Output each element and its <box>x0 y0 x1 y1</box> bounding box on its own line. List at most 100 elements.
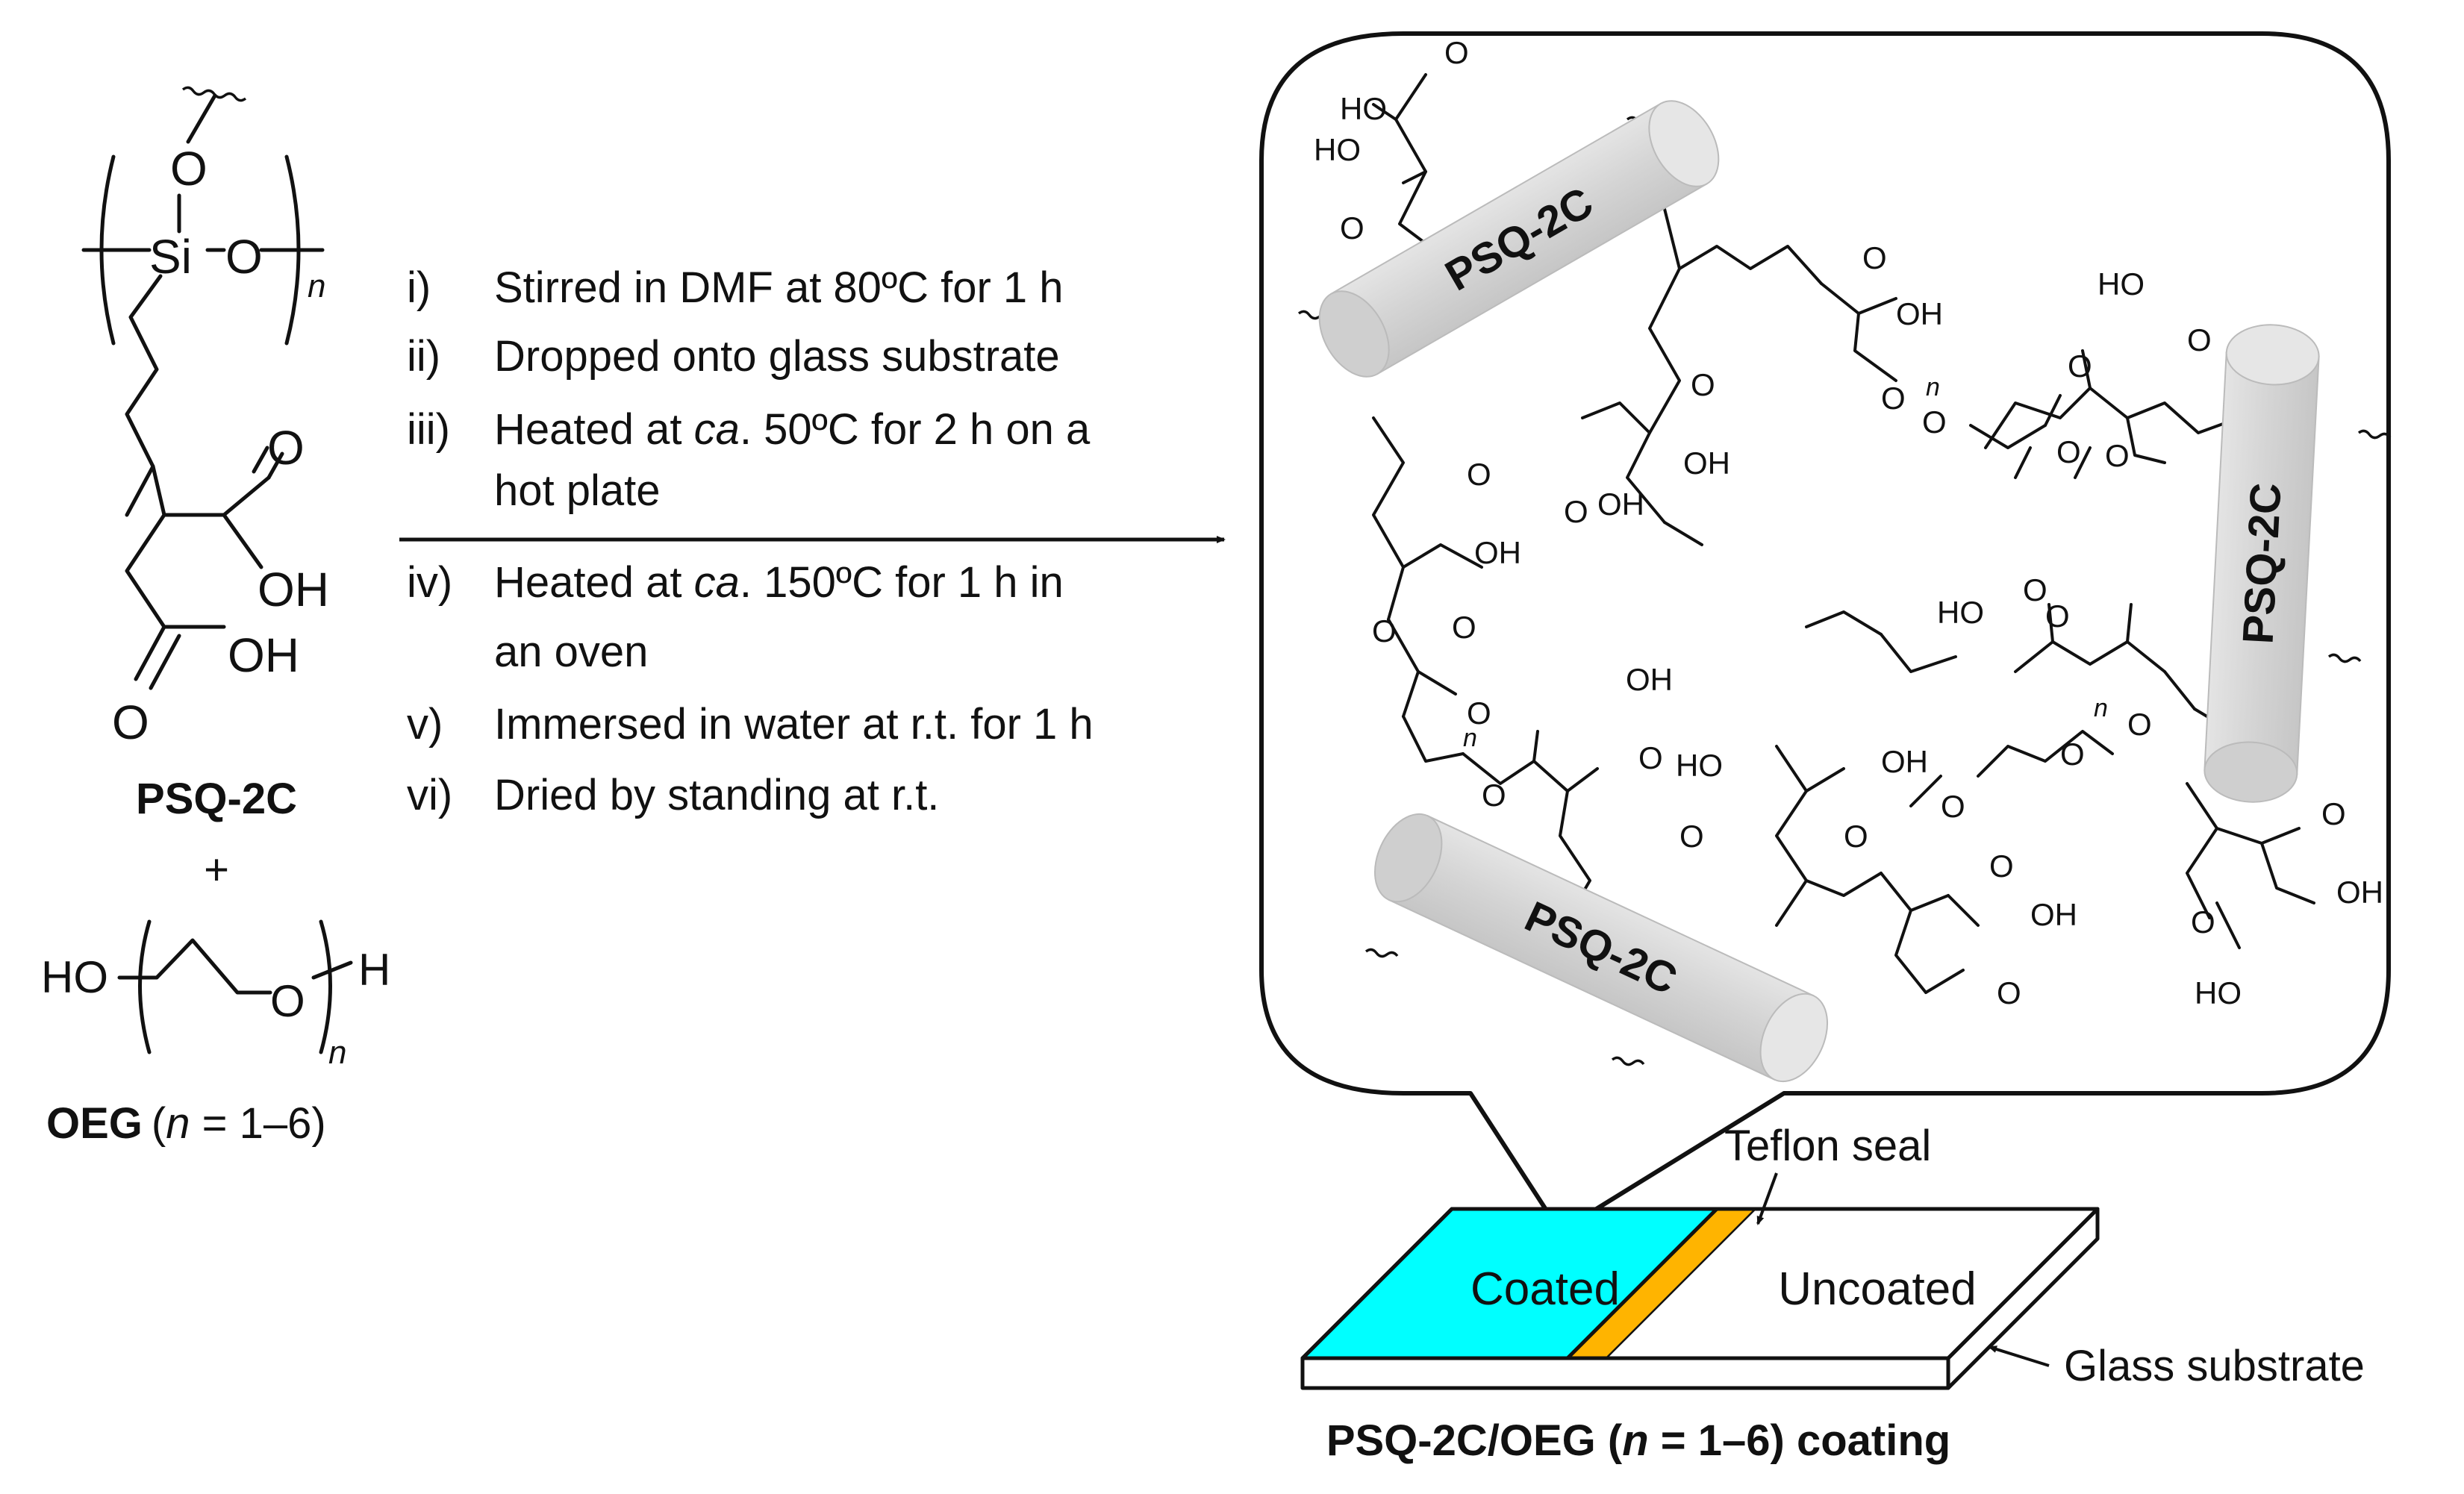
net-o: O <box>2060 737 2085 772</box>
step-6-text: Dried by standing at r.t. <box>494 771 939 819</box>
net-o: O <box>2105 438 2130 473</box>
net-oh: OH <box>1597 487 1644 522</box>
net-o: O <box>1482 778 1506 813</box>
net-o: O <box>2191 904 2215 940</box>
oeg-repeat-n: n <box>328 1034 346 1071</box>
step-3-num: iii) <box>407 405 450 454</box>
teflon-arrow <box>1756 1172 1778 1225</box>
net-ho: HO <box>1676 748 1723 783</box>
oeg-structure: HO O H n OEG(n = 1–6) <box>41 919 390 1148</box>
repeat-n: n <box>308 268 325 304</box>
step-1-text: Stirred in DMF at 80ºC for 1 h <box>494 263 1064 312</box>
net-n: n <box>1926 373 1940 401</box>
net-o: O <box>1340 210 1364 246</box>
net-o: O <box>2056 434 2081 469</box>
net-n: n <box>2094 694 2108 722</box>
net-n: n <box>1463 724 1477 752</box>
oeg-o: O <box>270 976 305 1026</box>
rod-label: PSQ-2C <box>2233 481 2290 645</box>
network-chains <box>1372 73 2315 994</box>
net-o: O <box>1638 740 1663 775</box>
net-ho: HO <box>2097 266 2145 301</box>
net-oh: OH <box>1881 744 1928 779</box>
network-labels: O HO HO O O OH O O HO O O OH O OH O OH O… <box>1314 35 2383 1010</box>
net-o: O <box>1844 819 1868 854</box>
net-ho: HO <box>1937 595 1984 630</box>
oeg-range-suffix: = 1–6) <box>190 1099 326 1148</box>
step-4-line1: Heated at ca. 150ºC for 1 h in <box>494 558 1064 607</box>
rod-end-front <box>1648 100 1720 187</box>
step-5-num: v) <box>407 700 443 748</box>
net-o: O <box>1444 35 1469 70</box>
oeg-bracket-right <box>319 919 332 1054</box>
atom-o-right: O <box>225 230 263 284</box>
net-o: O <box>1997 975 2021 1010</box>
rod-end-back <box>2203 741 2298 803</box>
net-oh: OH <box>2336 875 2383 910</box>
rod-end-front <box>2225 324 2320 386</box>
net-o: O <box>1989 848 2014 884</box>
glass-substrate-label: Glass substrate <box>2064 1342 2365 1390</box>
procedure-steps: i) Stirred in DMF at 80ºC for 1 h ii) Dr… <box>407 263 1091 515</box>
rod-top-left: PSQ-2C <box>1318 100 1720 378</box>
net-ho: HO <box>2195 975 2242 1010</box>
step-4-line2: an oven <box>494 628 648 676</box>
rod-end-front <box>1759 993 1829 1083</box>
net-ho: HO <box>1340 91 1387 126</box>
oeg-range-prefix: ( <box>152 1099 166 1148</box>
net-o: O <box>1467 696 1491 731</box>
procedure-steps-after: iv) Heated at ca. 150ºC for 1 h in an ov… <box>407 558 1094 819</box>
step-2-text: Dropped onto glass substrate <box>494 332 1060 381</box>
step-1-num: i) <box>407 263 431 312</box>
teflon-seal-strip <box>1568 1209 1754 1358</box>
glass-arrow <box>1988 1345 2050 1367</box>
glass-substrate <box>1300 1207 2100 1390</box>
net-o: O <box>2068 349 2092 384</box>
oeg-name: OEG <box>46 1099 143 1148</box>
net-oh: OH <box>1683 446 1730 481</box>
repeat-bracket-right <box>284 154 301 346</box>
net-oh: OH <box>1474 535 1521 570</box>
oeg-range-n: n <box>166 1099 190 1148</box>
cooh1-o: O <box>267 421 305 475</box>
atom-o-top: O <box>170 142 208 196</box>
coating-caption: PSQ-2C/OEG (n = 1–6) coating <box>1326 1416 1950 1465</box>
net-o: O <box>1862 240 1887 275</box>
step-2-num: ii) <box>407 332 440 381</box>
oeg-bracket-left <box>138 919 152 1054</box>
net-oh: OH <box>2030 897 2077 932</box>
net-o: O <box>2127 707 2152 742</box>
net-o: O <box>1372 613 1397 648</box>
step-5-text: Immersed in water at r.t. for 1 h <box>494 700 1094 748</box>
teflon-seal-label: Teflon seal <box>1724 1122 1931 1170</box>
net-o: O <box>1941 789 1965 824</box>
uncoated-label: Uncoated <box>1778 1263 1976 1315</box>
net-o: O <box>1467 457 1491 492</box>
net-o: O <box>2321 796 2346 831</box>
net-o: O <box>2045 598 2070 634</box>
rod-right: PSQ-2C <box>2203 324 2320 803</box>
cooh2-o: O <box>112 696 149 749</box>
atom-si: Si <box>149 230 192 284</box>
step-3-line2: hot plate <box>494 466 661 515</box>
net-o: O <box>1922 404 1947 440</box>
net-o: O <box>1679 819 1704 854</box>
rod-end-back <box>1373 813 1443 903</box>
cooh1-oh: OH <box>258 563 329 616</box>
cooh2-oh: OH <box>228 628 299 682</box>
net-oh: OH <box>1626 662 1673 697</box>
net-oh: OH <box>1896 296 1943 331</box>
substrate-front-face <box>1300 1356 1950 1390</box>
plus-sign: + <box>204 846 229 894</box>
net-o: O <box>1564 494 1588 529</box>
oeg-name-line: OEG(n = 1–6) <box>46 1099 326 1148</box>
rod-end-back <box>1318 290 1390 378</box>
repeat-bracket-left <box>99 154 116 346</box>
coated-label: Coated <box>1470 1263 1620 1315</box>
net-o: O <box>2023 572 2047 607</box>
net-o: O <box>2187 322 2212 357</box>
net-o: O <box>1452 610 1476 645</box>
psq-2c-name: PSQ-2C <box>136 775 297 823</box>
net-o: O <box>1691 367 1715 402</box>
